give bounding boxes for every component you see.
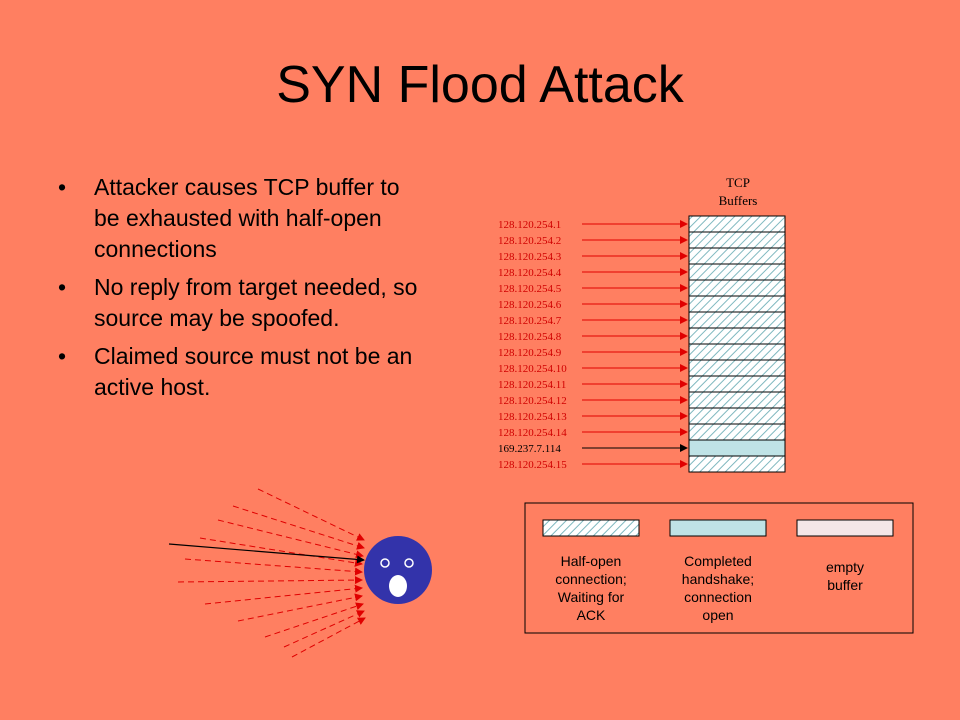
legend-text-completed-4: open [702, 607, 733, 623]
tcp-buffer-stack: 128.120.254.1 128.120.254.2 128.120.254.3 1… [498, 215, 786, 473]
legend-swatch-half-open [542, 519, 640, 537]
buffer-slot [688, 279, 786, 297]
buffer-slot [688, 359, 786, 377]
tcp-label: TCP [726, 175, 750, 190]
spoofed-syn-arrow [264, 602, 364, 638]
spoofed-syn-arrow [291, 617, 366, 658]
buffer-slot [688, 295, 786, 313]
buffer-slot [688, 391, 786, 409]
bullet-dot: • [58, 274, 67, 300]
bullet-item: • Attacker causes TCP buffer to be exhaus… [58, 172, 418, 265]
buffer-slot [688, 263, 786, 281]
legend-swatch-completed [669, 519, 767, 537]
source-ip-label: 128.120.254.15 [498, 459, 567, 471]
buffers-label: Buffers [719, 193, 758, 208]
face-eye-right [404, 558, 414, 568]
bullet-text: Attacker causes TCP buffer to be exhaust… [94, 174, 400, 262]
source-ip-label: 128.120.254.9 [498, 347, 562, 359]
buffer-slot [688, 247, 786, 265]
source-ip-label: 128.120.254.5 [498, 283, 562, 295]
spoofed-syn-arrow [204, 584, 363, 605]
buffer-slot [688, 231, 786, 249]
legend-text-completed-1: Completed [684, 553, 752, 569]
face-eye-left [380, 558, 390, 568]
legend-text-half-open-1: Half-open [561, 553, 622, 569]
legend-text-half-open-4: ACK [577, 607, 606, 623]
bullet-text: Claimed source must not be an active hos… [94, 343, 413, 400]
legend-text-empty-2: buffer [827, 577, 863, 593]
source-ip-label: 128.120.254.12 [498, 395, 567, 407]
slide-title: SYN Flood Attack [276, 56, 684, 114]
bullet-text: No reply from target needed, so source m… [94, 274, 418, 331]
source-ip-label: 128.120.254.6 [498, 299, 562, 311]
flood-arrows [168, 488, 366, 658]
legend-text-empty-1: empty [826, 559, 864, 575]
buffer-slot [688, 375, 786, 393]
legend: Half-open connection; Waiting for ACK Co… [524, 502, 914, 634]
source-ip-label: 169.237.7.114 [498, 443, 561, 455]
legend-text-completed-2: handshake; [682, 571, 754, 587]
bullet-list: • Attacker causes TCP buffer to be exhaus… [58, 172, 418, 410]
source-ip-label: 128.120.254.8 [498, 331, 562, 343]
source-ip-label: 128.120.254.11 [498, 379, 566, 391]
source-ip-label: 128.120.254.7 [498, 315, 562, 327]
source-ip-label: 128.120.254.3 [498, 251, 562, 263]
target-host-face [364, 536, 432, 604]
buffer-slot [688, 327, 786, 345]
spoofed-syn-arrow [237, 593, 363, 622]
source-ip-label: 128.120.254.13 [498, 411, 567, 423]
legend-swatch-empty [796, 519, 894, 537]
legend-text-half-open-3: Waiting for [558, 589, 625, 605]
source-ip-label: 128.120.254.2 [498, 235, 561, 247]
spoofed-syn-arrow [199, 537, 363, 567]
real-connection-arrow [168, 543, 365, 564]
spoofed-syn-arrow [283, 610, 365, 648]
spoofed-syn-arrow [217, 519, 364, 559]
source-ip-label: 128.120.254.4 [498, 267, 562, 279]
legend-text-half-open-2: connection; [555, 571, 627, 587]
legend-box [524, 502, 914, 634]
source-ip-label: 128.120.254.10 [498, 363, 567, 375]
buffer-slot [688, 311, 786, 329]
bullet-item: • No reply from target needed, so source … [58, 272, 418, 334]
spoofed-syn-arrow [257, 488, 365, 541]
buffer-slot [688, 407, 786, 425]
legend-text-completed-3: connection [684, 589, 752, 605]
buffer-slot [688, 455, 786, 473]
buffer-slot [688, 423, 786, 441]
source-ip-label: 128.120.254.1 [498, 219, 561, 231]
buffer-slot [688, 343, 786, 361]
source-ip-label: 128.120.254.14 [498, 427, 567, 439]
spoofed-syn-arrow [184, 558, 363, 576]
buffer-slot [688, 439, 786, 457]
face-mouth [389, 575, 407, 597]
bullet-dot: • [58, 343, 67, 369]
spoofed-syn-arrow [177, 576, 363, 585]
bullet-item: • Claimed source must not be an active ho… [58, 341, 418, 403]
face-circle [364, 536, 432, 604]
bullet-dot: • [58, 174, 67, 200]
spoofed-syn-arrow [232, 505, 365, 550]
buffer-slot [688, 215, 786, 233]
